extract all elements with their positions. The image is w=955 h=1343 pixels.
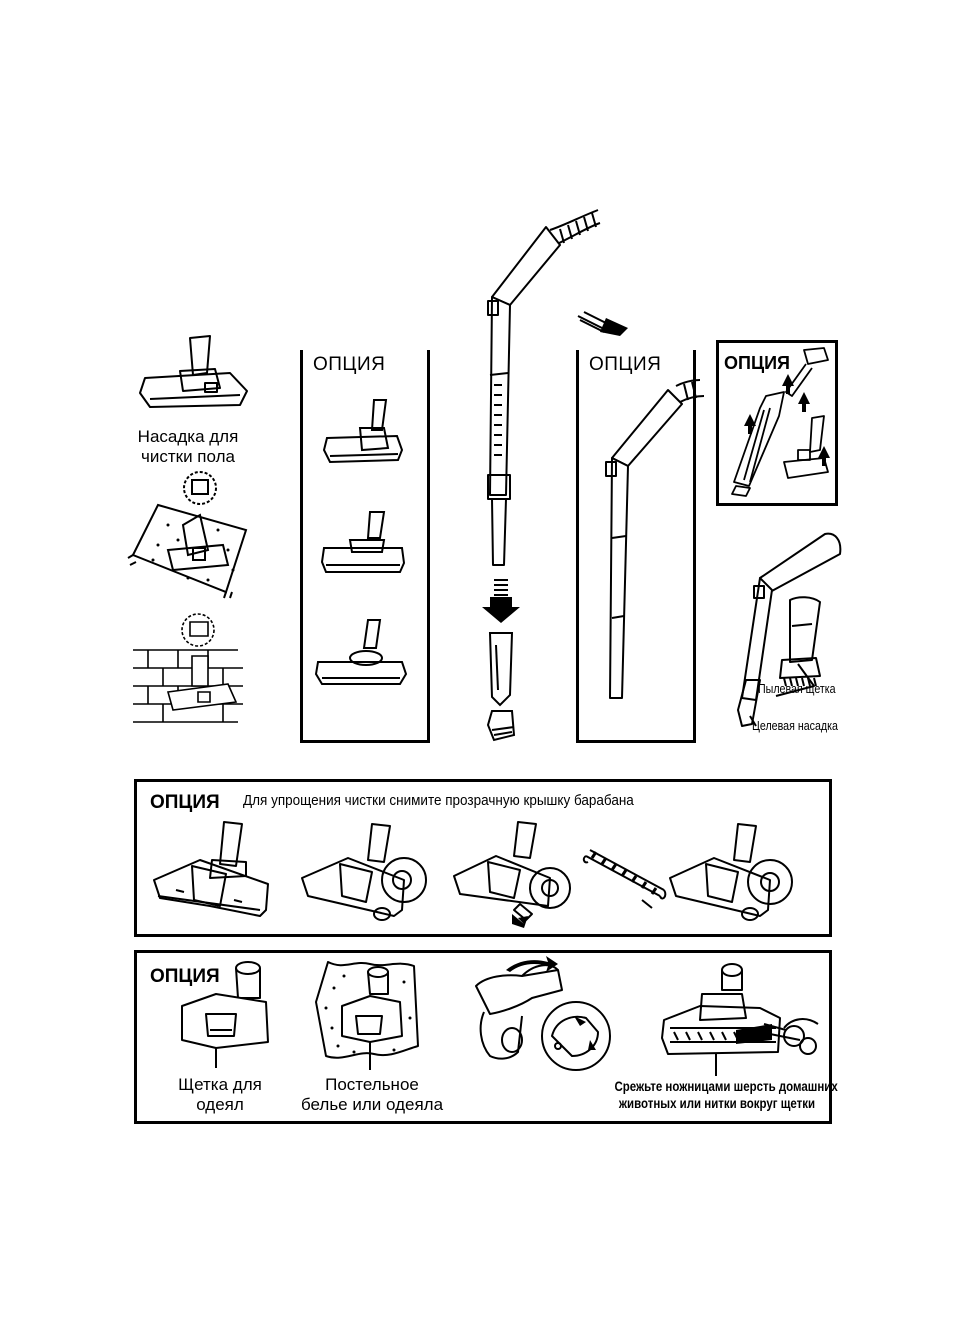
floor-nozzle-icon: [320, 508, 408, 578]
brush-cover-icon: [462, 956, 612, 1072]
option-label-2: ОПЦИЯ: [589, 354, 661, 376]
bedding-label-2: белье или одеяла: [292, 1095, 452, 1115]
carpet-icon: [128, 470, 250, 600]
bedding-icon: [314, 958, 422, 1070]
drum-note: Для упрощения чистки снимите прозрачную …: [243, 792, 634, 809]
cut-hair-label: Срежьте ножницами шерсть домашних животн…: [615, 1078, 820, 1112]
turbo-brush-icon: [298, 820, 430, 926]
option-label-4: ОПЦИЯ: [150, 792, 220, 814]
floor-nozzle-icon: [322, 398, 404, 470]
turbo-brush-icon: [450, 818, 574, 930]
crevice-tool-icon: [488, 633, 514, 740]
brick-wall-icon: [128, 610, 250, 738]
turbo-brush-icon: [150, 820, 274, 920]
arrow-down-icon: [482, 580, 520, 623]
telescopic-tube-icon: [600, 378, 704, 710]
blanket-brush-label-2: одеял: [150, 1095, 290, 1115]
floor-nozzle-label-2: чистки пола: [118, 447, 258, 467]
bedding-label-1: Постельное: [292, 1075, 452, 1095]
floor-nozzle-icon: [316, 618, 408, 690]
dust-brush-scene-icon: [720, 530, 850, 740]
scissors-icon: [660, 958, 824, 1076]
dust-brush-label: Пылевая щетка: [758, 681, 836, 696]
blanket-brush-label-1: Щетка для: [150, 1075, 290, 1095]
cut-hair-label-1: Срежьте ножницами шерсть домашних: [615, 1078, 820, 1095]
turbo-brush-icon: [666, 820, 798, 926]
blanket-brush-icon: [176, 958, 272, 1068]
cut-hair-label-2: животных или нитки вокруг щетки: [615, 1095, 820, 1112]
tool-assembly-icon: [724, 346, 834, 496]
option-label-1: ОПЦИЯ: [313, 354, 385, 376]
crevice-tool-label: Целевая насадка: [752, 718, 838, 733]
brush-roll-icon: [582, 846, 666, 912]
floor-nozzle-label-1: Насадка для: [118, 427, 258, 447]
arrow-right-icon: [578, 312, 634, 338]
floor-nozzle-icon: [135, 333, 255, 413]
